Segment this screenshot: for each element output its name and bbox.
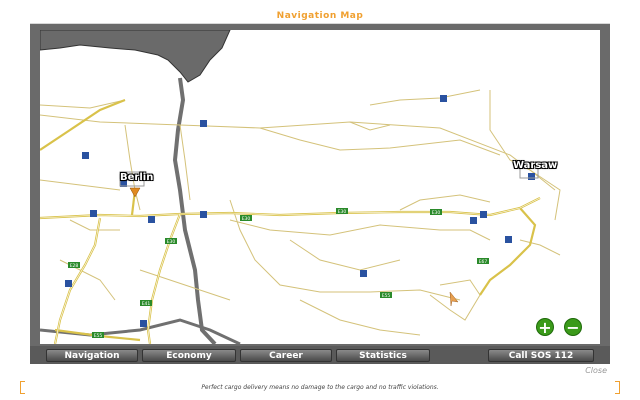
city-label-berlin: Berlin: [120, 172, 154, 183]
warsaw-marker: [519, 167, 539, 179]
road-sign: [336, 208, 348, 214]
baltic-sea: [40, 30, 231, 83]
road-sign-label: E30: [242, 216, 251, 222]
road-sign: [92, 332, 104, 338]
road-sign-label: E41: [142, 301, 151, 307]
tab-career[interactable]: Career: [240, 349, 332, 362]
road-sign-label: E55: [382, 293, 391, 299]
country-border: [172, 77, 217, 344]
road-signs: [68, 208, 489, 338]
tab-economy[interactable]: Economy: [142, 349, 236, 362]
close-button[interactable]: Close: [585, 366, 607, 375]
call-sos-button[interactable]: Call SOS 112: [488, 349, 594, 362]
berlin-marker: [119, 171, 145, 187]
road-sign-label: E30: [432, 210, 441, 216]
zoom-in-icon[interactable]: +: [536, 318, 554, 336]
road-sign: [165, 238, 177, 244]
road-sign-label: E30: [338, 209, 347, 215]
destination-arrow-icon: [449, 291, 459, 307]
tab-navigation[interactable]: Navigation: [46, 349, 138, 362]
road-sign-label: E55: [94, 333, 103, 339]
road-sign: [477, 258, 489, 264]
road-sign-label: E30: [167, 239, 176, 245]
road-sign: [240, 215, 252, 221]
road-sign-label: E67: [479, 259, 488, 265]
tip-bar: Perfect cargo delivery means no damage t…: [20, 381, 620, 394]
title-divider: [30, 23, 610, 24]
zoom-out-icon[interactable]: −: [564, 318, 582, 336]
road-sign: [140, 300, 152, 306]
road-sign: [68, 262, 80, 268]
tab-statistics[interactable]: Statistics: [336, 349, 430, 362]
service-icons: [65, 95, 535, 327]
road-sign: [380, 292, 392, 298]
player-arrow-icon: [129, 187, 141, 198]
road-sign-label: E28: [70, 263, 79, 269]
road-sign: [430, 209, 442, 215]
city-label-warsaw: Warsaw: [513, 160, 558, 171]
window-title: Navigation Map: [276, 11, 364, 21]
